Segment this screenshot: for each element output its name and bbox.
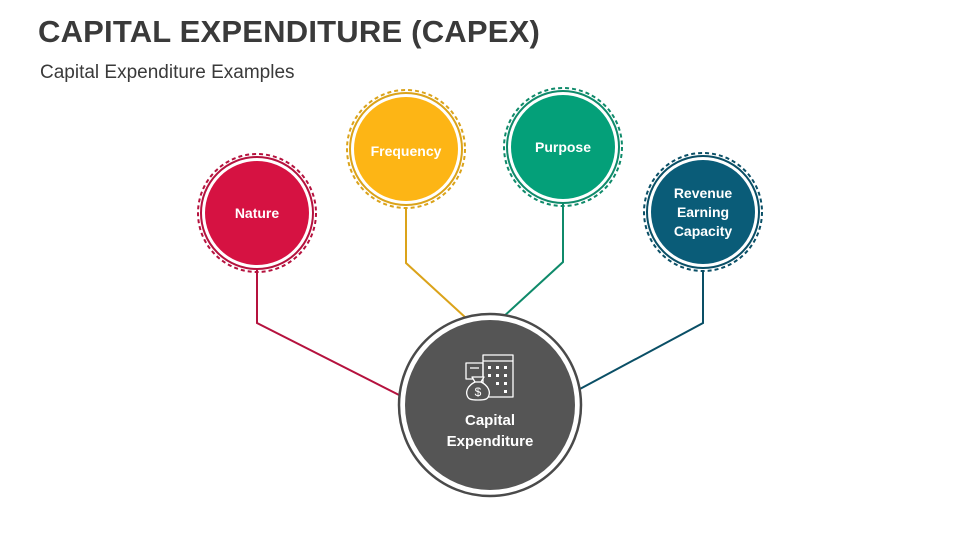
node-label-purpose: Purpose xyxy=(534,138,591,155)
node-revenue-earning-capacity[interactable] xyxy=(643,152,763,272)
connector-frequency xyxy=(405,207,467,319)
node-label-frequency: Frequency xyxy=(370,142,442,159)
page-title: CAPITAL EXPENDITURE (CAPEX) xyxy=(38,14,541,49)
node-label-revenue-earning-capacity: Revenue Earning Capacity xyxy=(653,162,753,262)
node-label-line-3: Capacity xyxy=(673,222,733,239)
connector-revenue xyxy=(577,270,704,391)
node-purpose[interactable] xyxy=(503,87,623,207)
connector-nature xyxy=(256,270,406,399)
page-subtitle: Capital Expenditure Examples xyxy=(40,62,295,83)
node-label-nature: Nature xyxy=(234,204,280,221)
center-label-line-2: Expenditure xyxy=(446,433,534,450)
center-label-line-1: Capital xyxy=(464,412,515,429)
node-label-line-1: Revenue xyxy=(673,184,733,201)
dollar-sign-icon: $ xyxy=(475,385,482,399)
center-label: Capital Expenditure xyxy=(430,410,550,452)
node-label-line-2: Earning xyxy=(676,203,730,220)
money-bag-building-icon xyxy=(465,354,514,401)
center-node[interactable] xyxy=(397,312,583,498)
node-nature[interactable] xyxy=(197,153,317,273)
node-frequency[interactable] xyxy=(346,89,466,209)
connector-purpose xyxy=(501,203,564,319)
